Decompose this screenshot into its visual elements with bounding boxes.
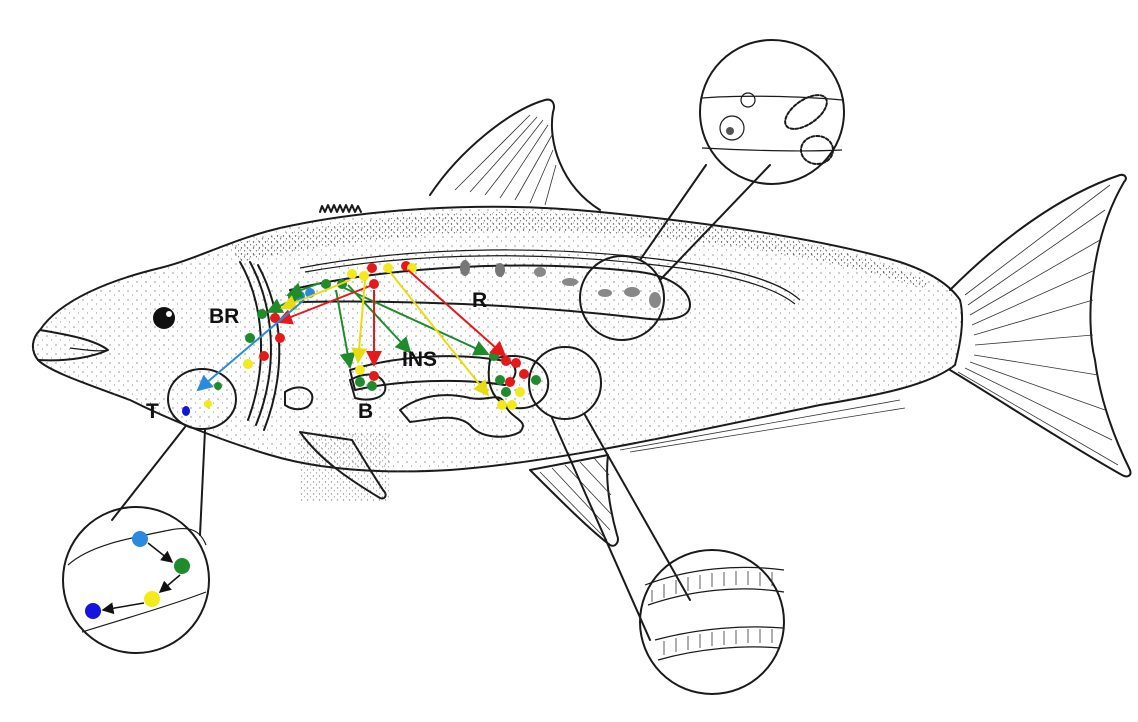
cell-dark-blue: [182, 406, 190, 416]
fish-body: [33, 207, 962, 472]
label-ins: INS: [402, 348, 437, 371]
cell-dark-blue: [85, 603, 101, 619]
cell-green: [501, 387, 511, 397]
cell-yellow: [359, 271, 369, 281]
caudal-fin: [950, 175, 1130, 480]
cell-yellow: [383, 263, 393, 273]
cell-green: [257, 309, 267, 319]
cell-blue: [132, 531, 148, 547]
cell-yellow: [204, 400, 212, 408]
cell-green: [174, 558, 190, 574]
cell-red: [367, 263, 377, 273]
cell-red: [505, 377, 515, 387]
cell-yellow: [243, 359, 253, 369]
cell-red: [519, 369, 529, 379]
arrow-black: [160, 575, 180, 592]
cell-red: [275, 333, 285, 343]
cell-red: [369, 279, 379, 289]
cell-red: [259, 351, 269, 361]
arrow-black: [148, 543, 172, 562]
arrow-black: [103, 603, 144, 610]
cell-green: [367, 381, 377, 391]
cell-yellow: [144, 591, 160, 607]
cell-green: [355, 377, 365, 387]
eye: [153, 307, 175, 329]
cell-yellow: [515, 387, 525, 397]
cell-yellow: [347, 269, 357, 279]
label-t: T: [146, 400, 159, 423]
pelvic-fin: [300, 432, 390, 502]
cell-green: [245, 333, 255, 343]
label-b: B: [358, 400, 373, 423]
dorsal-spines: [320, 205, 361, 212]
thymus-sequence: [85, 531, 190, 619]
label-r: R: [472, 289, 487, 312]
cell-green: [489, 351, 499, 361]
cell-red: [511, 358, 521, 368]
dorsal-fin: [430, 100, 600, 210]
label-br: BR: [209, 305, 239, 328]
cell-yellow: [497, 400, 507, 410]
cell-green: [531, 375, 541, 385]
cell-red: [369, 371, 379, 381]
cell-green: [495, 375, 505, 385]
cell-green: [214, 382, 222, 390]
cell-yellow: [507, 400, 517, 410]
cell-yellow: [355, 365, 365, 375]
cell-red: [501, 356, 511, 366]
